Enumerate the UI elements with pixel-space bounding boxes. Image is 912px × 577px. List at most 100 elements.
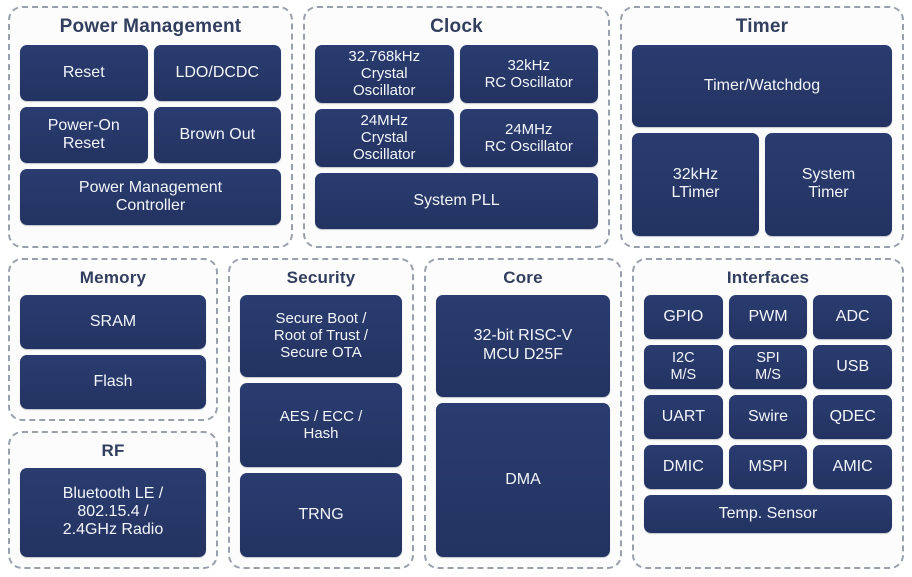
block-crypto-engine[interactable]: AES / ECC / Hash xyxy=(240,382,402,467)
block-secure-boot[interactable]: Secure Boot / Root of Trust / Secure OTA xyxy=(240,294,402,377)
interfaces-row-5: Temp. Sensor xyxy=(644,494,892,533)
interfaces-row-2: I2C M/S SPI M/S USB xyxy=(644,344,893,389)
block-radio-label-line1: Bluetooth LE / xyxy=(62,484,164,502)
security-row-2: AES / ECC / Hash xyxy=(240,382,402,467)
security-row-1: Secure Boot / Root of Trust / Secure OTA xyxy=(240,294,402,377)
block-secure-boot-label-line1: Secure Boot / xyxy=(275,310,367,328)
block-system-timer-label-line2: Timer xyxy=(808,184,849,202)
group-title-security: Security xyxy=(286,268,356,287)
block-secure-boot-label-line2: Root of Trust / xyxy=(273,327,369,345)
security-row-3: TRNG xyxy=(240,472,402,557)
block-risc-v-cpu[interactable]: 32-bit RISC-V MCU D25F xyxy=(436,294,610,397)
block-32khz-rc-oscillator-label-line2: RC Oscillator xyxy=(484,73,573,91)
block-dma[interactable]: DMA xyxy=(436,402,610,557)
block-timer-watchdog[interactable]: Timer/Watchdog xyxy=(632,44,892,127)
block-24mhz-rc-oscillator-label-line2: RC Oscillator xyxy=(484,137,573,155)
block-spi-label-line2: M/S xyxy=(755,366,781,383)
group-memory: Memory SRAM Flash xyxy=(8,258,218,421)
block-mspi-label: MSPI xyxy=(748,457,788,475)
group-power-management: Power Management Reset LDO/DCDC Power-On… xyxy=(8,6,293,248)
block-timer-watchdog-label: Timer/Watchdog xyxy=(703,76,821,94)
block-24mhz-crystal-oscillator-label-line2: Crystal xyxy=(360,129,408,147)
block-system-pll-label: System PLL xyxy=(413,191,500,209)
block-24mhz-rc-oscillator[interactable]: 24MHz RC Oscillator xyxy=(459,108,598,167)
block-system-pll[interactable]: System PLL xyxy=(315,172,598,229)
block-trng-label: TRNG xyxy=(298,505,344,523)
block-usb[interactable]: USB xyxy=(813,344,893,389)
block-system-timer-label-line1: System xyxy=(801,166,856,184)
block-swire[interactable]: Swire xyxy=(728,394,808,439)
block-adc[interactable]: ADC xyxy=(813,294,893,339)
core-row-1: 32-bit RISC-V MCU D25F xyxy=(436,294,610,397)
block-power-on-reset[interactable]: Power-On Reset xyxy=(20,106,148,163)
block-radio[interactable]: Bluetooth LE / 802.15.4 / 2.4GHz Radio xyxy=(20,467,206,557)
block-power-on-reset-label-line2: Reset xyxy=(62,134,105,152)
block-flash[interactable]: Flash xyxy=(20,354,206,409)
group-timer: Timer Timer/Watchdog 32kHz LTimer xyxy=(620,6,904,248)
block-qdec[interactable]: QDEC xyxy=(813,394,893,439)
group-body-core: 32-bit RISC-V MCU D25F DMA xyxy=(436,294,610,557)
group-core: Core 32-bit RISC-V MCU D25F DMA xyxy=(424,258,622,569)
block-spi[interactable]: SPI M/S xyxy=(728,344,808,389)
block-adc-label: ADC xyxy=(835,307,870,325)
column-memory-rf: Memory SRAM Flash RF xyxy=(8,258,218,569)
diagram-row-top: Power Management Reset LDO/DCDC Power-On… xyxy=(8,6,904,248)
block-32768khz-crystal-oscillator-label-line1: 32.768kHz xyxy=(348,48,421,66)
block-32768khz-crystal-oscillator[interactable]: 32.768kHz Crystal Oscillator xyxy=(315,44,454,103)
group-title-timer: Timer xyxy=(735,16,789,37)
block-amic[interactable]: AMIC xyxy=(813,444,893,489)
block-usb-label: USB xyxy=(836,357,870,375)
group-title-clock: Clock xyxy=(430,16,483,37)
group-clock: Clock 32.768kHz Crystal Oscillator 32kHz… xyxy=(303,6,610,248)
block-pwm[interactable]: PWM xyxy=(728,294,808,339)
block-dmic[interactable]: DMIC xyxy=(644,444,723,489)
block-brown-out-label: Brown Out xyxy=(179,125,256,143)
memory-row-1: SRAM xyxy=(20,294,206,349)
block-flash-label: Flash xyxy=(93,372,133,390)
block-trng[interactable]: TRNG xyxy=(240,472,402,557)
block-reset-label: Reset xyxy=(62,63,105,81)
block-spi-label-line1: SPI xyxy=(756,350,780,367)
block-pwm-label: PWM xyxy=(748,307,788,325)
block-uart[interactable]: UART xyxy=(644,394,723,439)
block-reset[interactable]: Reset xyxy=(20,44,148,101)
block-24mhz-crystal-oscillator-label-line1: 24MHz xyxy=(360,112,408,130)
block-risc-v-cpu-label-line2: MCU D25F xyxy=(482,345,563,363)
block-32khz-rc-oscillator[interactable]: 32kHz RC Oscillator xyxy=(459,44,598,103)
block-24mhz-crystal-oscillator[interactable]: 24MHz Crystal Oscillator xyxy=(315,108,454,167)
block-i2c[interactable]: I2C M/S xyxy=(644,344,723,389)
group-security: Security Secure Boot / Root of Trust / S… xyxy=(228,258,414,569)
block-32khz-ltimer-label-line2: LTimer xyxy=(671,184,720,202)
rf-row-1: Bluetooth LE / 802.15.4 / 2.4GHz Radio xyxy=(20,467,206,557)
group-title-memory: Memory xyxy=(79,268,147,287)
block-secure-boot-label-line3: Secure OTA xyxy=(280,344,362,362)
group-interfaces: Interfaces GPIO PWM ADC I2 xyxy=(632,258,904,569)
clock-row-2: 24MHz Crystal Oscillator 24MHz RC Oscill… xyxy=(315,108,598,167)
block-system-timer[interactable]: System Timer xyxy=(765,132,892,236)
block-gpio-label: GPIO xyxy=(663,307,704,325)
block-24mhz-rc-oscillator-label-line1: 24MHz xyxy=(504,120,553,138)
block-32768khz-crystal-oscillator-label-line3: Oscillator xyxy=(352,82,416,100)
block-i2c-label-line1: I2C xyxy=(672,350,695,367)
block-ldo-dcdc-label: LDO/DCDC xyxy=(175,63,260,81)
block-qdec-label: QDEC xyxy=(829,407,876,425)
block-temp-sensor[interactable]: Temp. Sensor xyxy=(644,494,892,533)
block-mspi[interactable]: MSPI xyxy=(728,444,808,489)
block-32khz-ltimer[interactable]: 32kHz LTimer xyxy=(632,132,759,236)
block-uart-label: UART xyxy=(661,407,705,425)
block-brown-out[interactable]: Brown Out xyxy=(153,106,281,163)
group-body-power-management: Reset LDO/DCDC Power-On Reset Brown Ou xyxy=(20,44,281,236)
pm-row-1: Reset LDO/DCDC xyxy=(20,44,281,101)
block-sram-label: SRAM xyxy=(89,312,137,330)
block-32khz-ltimer-label-line1: 32kHz xyxy=(672,166,719,184)
block-ldo-dcdc[interactable]: LDO/DCDC xyxy=(153,44,281,101)
block-power-management-controller-label-line2: Controller xyxy=(115,196,186,214)
interfaces-row-3: UART Swire QDEC xyxy=(644,394,893,439)
group-body-timer: Timer/Watchdog 32kHz LTimer System Timer xyxy=(632,44,892,236)
pm-row-3: Power Management Controller xyxy=(20,168,281,225)
block-power-management-controller[interactable]: Power Management Controller xyxy=(20,168,281,225)
core-row-2: DMA xyxy=(436,402,610,557)
block-gpio[interactable]: GPIO xyxy=(644,294,723,339)
block-sram[interactable]: SRAM xyxy=(20,294,206,349)
